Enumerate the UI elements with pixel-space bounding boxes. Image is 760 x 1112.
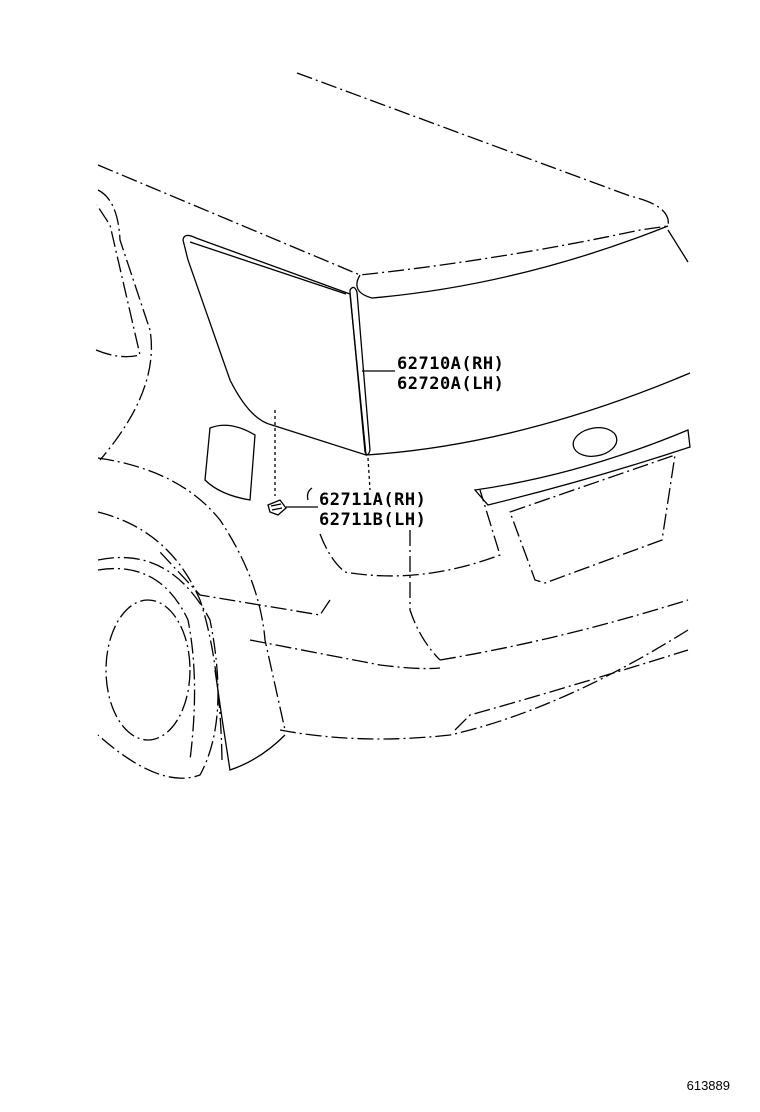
bumper-top [439, 599, 689, 661]
tire-outer [97, 556, 219, 779]
license-plate-area [509, 454, 676, 584]
part-number-molding-lh: 62720A(LH) [397, 374, 505, 394]
side-pillar [97, 189, 153, 461]
part-number-clip-rh: 62711A(RH) [319, 490, 427, 510]
hatch-outline [365, 372, 691, 456]
quarter-panel-line [159, 551, 331, 616]
spoiler-line [356, 225, 689, 299]
quarter-window-inner [189, 241, 347, 295]
part-number-clip-lh: 62711B(LH) [319, 510, 427, 530]
clip-bracket [306, 487, 313, 501]
roof-line [296, 72, 669, 276]
body-side-line [97, 457, 286, 731]
molding-callout: 62710A(RH) 62720A(LH) [397, 354, 504, 394]
clip-leader-lh [409, 530, 441, 661]
hatch-garnish [473, 429, 691, 506]
wheel-arch [97, 511, 223, 761]
clip-callout: 62711A(RH) 62711B(LH) [319, 490, 426, 530]
taillight [319, 489, 501, 577]
wheel-arch-inner [97, 568, 196, 761]
quarter-window [182, 234, 367, 456]
rear-emblem [572, 427, 618, 457]
part-number-molding-rh: 62710A(RH) [397, 354, 505, 374]
bumper-lower [279, 629, 689, 740]
figure-number: 613889 [686, 1078, 730, 1093]
roof-side-line [97, 164, 361, 276]
fuel-door [204, 424, 256, 501]
molding-leader-dashed [367, 457, 371, 491]
clip-icon [267, 499, 287, 516]
quarter-molding-strip [349, 286, 371, 456]
side-window [95, 204, 141, 358]
lower-body-line [249, 639, 441, 670]
wheel-rim [105, 599, 191, 741]
bumper-reflector [454, 649, 689, 731]
